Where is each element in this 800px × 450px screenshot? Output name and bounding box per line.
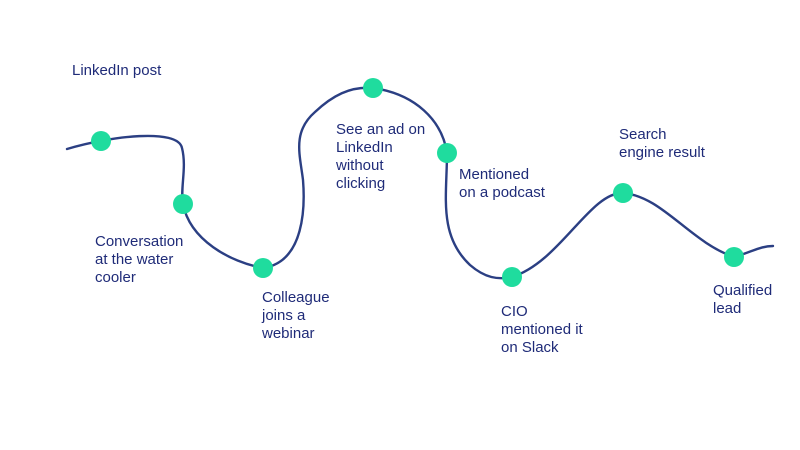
touchpoint-dot-linkedin-ad xyxy=(363,78,383,98)
touchpoint-label-qualified-lead: Qualified lead xyxy=(713,282,773,317)
touchpoint-dot-search xyxy=(613,183,633,203)
touchpoint-dot-qualified-lead xyxy=(724,247,744,267)
touchpoint-dot-linkedin-post xyxy=(91,131,111,151)
touchpoint-label-podcast: Mentioned on a podcast xyxy=(459,166,545,201)
touchpoint-label-linkedin-post: LinkedIn post xyxy=(72,62,162,79)
touchpoint-label-linkedin-ad: See an ad on LinkedIn without clicking xyxy=(336,121,426,192)
touchpoint-label-search: Search engine result xyxy=(619,126,705,161)
touchpoint-dot-podcast xyxy=(437,143,457,163)
touchpoint-dot-slack xyxy=(502,267,522,287)
touchpoint-dot-webinar xyxy=(253,258,273,278)
touchpoint-label-slack: CIO mentioned it on Slack xyxy=(501,303,583,356)
touchpoint-label-water-cooler: Conversation at the water cooler xyxy=(95,233,184,286)
touchpoint-dot-water-cooler xyxy=(173,194,193,214)
touchpoint-label-webinar: Colleague joins a webinar xyxy=(262,289,330,342)
